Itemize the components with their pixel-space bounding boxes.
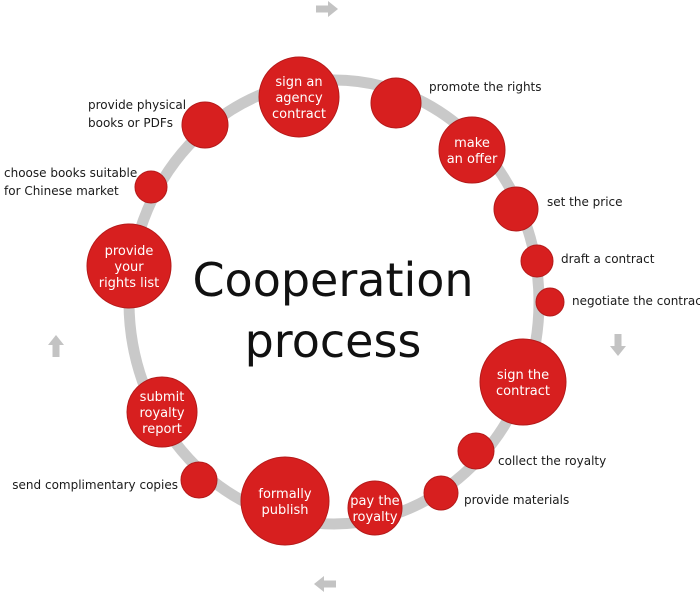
collect-royalty-label: collect the royalty bbox=[498, 454, 606, 468]
promote-rights-label: promote the rights bbox=[429, 80, 542, 94]
pay-royalty-node-text: royalty bbox=[352, 510, 397, 525]
arrow-left-up-icon bbox=[48, 335, 64, 357]
sign-agency-contract-node-text: agency bbox=[275, 91, 323, 106]
formally-publish-node-text: publish bbox=[262, 503, 309, 518]
provide-rights-list-node-text: rights list bbox=[99, 276, 160, 291]
make-offer-node-text: make bbox=[454, 136, 490, 151]
send-copies-node bbox=[180, 461, 218, 499]
provide-books-node bbox=[181, 101, 229, 149]
sign-agency-contract-node-text: sign an bbox=[275, 75, 322, 90]
sign-agency-contract-node-text: contract bbox=[272, 107, 326, 122]
choose-books-node bbox=[134, 170, 168, 204]
sign-contract-node-text: sign the bbox=[497, 368, 549, 383]
negotiate-contract-node bbox=[535, 287, 565, 317]
sign-contract-node-text: contract bbox=[496, 384, 550, 399]
formally-publish-node-text: formally bbox=[258, 487, 312, 502]
choose-books-label: for Chinese market bbox=[4, 184, 119, 198]
submit-royalty-report-node-text: submit bbox=[140, 390, 185, 405]
choose-books-label: choose books suitable bbox=[4, 166, 137, 180]
arrow-top-right-icon bbox=[316, 1, 338, 17]
submit-royalty-report-node-text: report bbox=[142, 422, 182, 437]
provide-materials-node bbox=[423, 475, 459, 511]
make-offer-node-text: an offer bbox=[447, 152, 498, 167]
collect-royalty-node bbox=[457, 432, 495, 470]
submit-royalty-report-node-text: royalty bbox=[139, 406, 184, 421]
promote-rights-node bbox=[370, 77, 422, 129]
submit-royalty-report-node bbox=[126, 376, 198, 448]
formally-publish-node bbox=[240, 456, 330, 546]
draft-contract-node bbox=[520, 244, 554, 278]
provide-books-label: books or PDFs bbox=[88, 116, 173, 130]
provide-materials-label: provide materials bbox=[464, 493, 569, 507]
pay-royalty-node-text: pay the bbox=[350, 494, 399, 509]
diagram-title-line-2: process bbox=[245, 314, 422, 368]
provide-rights-list-node-text: provide bbox=[105, 244, 154, 259]
negotiate-contract-label: negotiate the contract bbox=[572, 294, 700, 308]
draft-contract-label: draft a contract bbox=[561, 252, 655, 266]
set-price-node bbox=[493, 186, 539, 232]
pay-royalty-node bbox=[347, 480, 403, 536]
provide-rights-list-node bbox=[86, 223, 172, 309]
sign-agency-contract-node bbox=[258, 56, 340, 138]
arrow-right-down-icon bbox=[610, 334, 626, 356]
set-price-label: set the price bbox=[547, 195, 623, 209]
arrow-bottom-left-icon bbox=[314, 576, 336, 592]
sign-contract-node bbox=[479, 338, 567, 426]
send-copies-label: send complimentary copies bbox=[12, 478, 178, 492]
diagram-title-line-1: Cooperation bbox=[192, 253, 473, 307]
provide-rights-list-node-text: your bbox=[114, 260, 144, 275]
provide-books-label: provide physical bbox=[88, 98, 186, 112]
make-offer-node bbox=[438, 116, 506, 184]
